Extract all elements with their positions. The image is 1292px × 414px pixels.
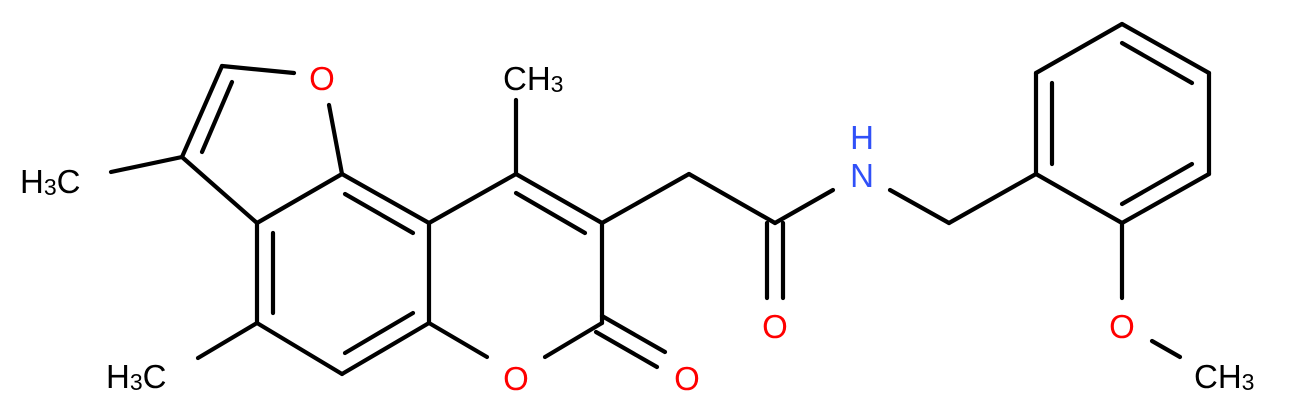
bond-ar-5 [1119, 171, 1212, 226]
methoxy-oxygen-label: O [1109, 308, 1135, 345]
amide-nitrogen-hydrogen-label: H [850, 119, 874, 156]
lactone-carbonyl-oxygen-label: O [674, 360, 700, 397]
bond-c3-c3a [179, 154, 260, 226]
furan-oxygen-label: O [309, 60, 335, 97]
bond-c3-methyl [108, 154, 185, 175]
bond-o6-c5a [426, 320, 490, 360]
bond-c7a-c8b-double [342, 191, 416, 236]
bond-c9-c8 [513, 171, 605, 226]
bond-amide-c-n [772, 187, 836, 226]
bond-ar-5-double [1119, 161, 1195, 207]
methyl-4-label: H3C [106, 358, 166, 395]
bond-ch2-aryl [946, 171, 1039, 226]
bond-o1-c7a [326, 102, 345, 177]
bond-c7-o6 [542, 320, 605, 360]
bond-c5a-c5-double [342, 310, 416, 356]
bond-c7-o-carbonyl-double [593, 329, 660, 370]
bond-c9a-c9 [426, 171, 519, 226]
bond-ar-3-double [1119, 40, 1195, 86]
bond-c3a-c7a [254, 171, 345, 226]
atom-labels: O O O O O N H H3C H3C CH3 CH3 [20, 60, 1254, 397]
bond-ar-2 [1033, 21, 1125, 76]
methyl-3-label: H3C [20, 163, 80, 200]
methoxy-methyl-label: CH3 [1194, 358, 1254, 395]
bond-c2-c3-double [199, 79, 235, 155]
bonds [108, 21, 1212, 377]
bond-ar-3 [1119, 21, 1212, 76]
lactone-ring-oxygen-label: O [503, 360, 529, 397]
bond-ch2-amide-c [686, 171, 778, 226]
bond-c7-o-carbonyl [599, 313, 668, 355]
bond-c8-ch2 [599, 171, 692, 226]
bond-o-methyl [1149, 338, 1183, 360]
bond-c9-c8-double [513, 190, 588, 236]
bond-c7a-c8b [339, 171, 432, 226]
bond-c5a-c5 [339, 320, 432, 377]
bond-c2-c3 [179, 63, 225, 160]
bond-c5-c4 [254, 320, 345, 377]
amide-oxygen-label: O [762, 308, 788, 345]
amide-nitrogen-label: N [850, 157, 874, 194]
methyl-9-label: CH3 [503, 60, 563, 97]
bond-c2-o1 [219, 63, 297, 76]
bond-ar-6 [1033, 171, 1125, 226]
bond-c4-methyl [195, 320, 260, 361]
bond-n-ch2 [887, 187, 952, 226]
